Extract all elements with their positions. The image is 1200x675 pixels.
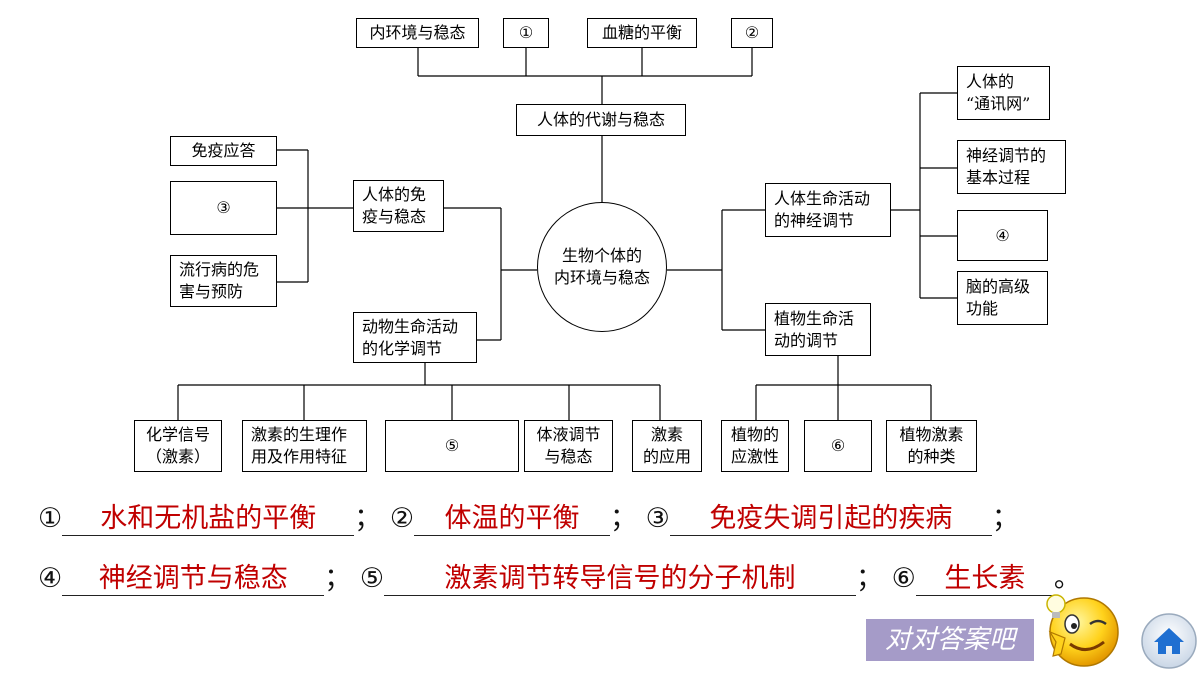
home-icon[interactable] xyxy=(1140,612,1198,670)
node-blank-6: ⑥ xyxy=(804,420,872,472)
answer-1: 水和无机盐的平衡 xyxy=(62,503,355,536)
check-answer-button[interactable]: 对对答案吧 xyxy=(866,619,1034,661)
answer-5-sep: ； xyxy=(856,563,884,594)
node-chemical-signal: 化学信号 （激素） xyxy=(134,420,222,472)
answer-3-sep: ； xyxy=(991,503,1019,534)
answer-4-number: ④ xyxy=(38,563,63,594)
node-plant-regulation: 植物生命活 动的调节 xyxy=(765,303,871,356)
answer-6: 生长素 xyxy=(915,563,1054,596)
smiley-lightbulb-icon xyxy=(1046,594,1119,667)
node-internal-environment: 内环境与稳态 xyxy=(356,18,479,48)
answer-6-sep: 。 xyxy=(1053,563,1081,594)
node-humoral-regulation: 体液调节 与稳态 xyxy=(524,420,613,472)
node-blank-1: ① xyxy=(503,18,549,48)
node-epidemic-prevention: 流行病的危 害与预防 xyxy=(170,255,277,307)
node-blank-5: ⑤ xyxy=(385,420,519,472)
answer-5-number: ⑤ xyxy=(359,563,385,594)
answer-4: 神经调节与稳态 xyxy=(62,563,325,596)
node-plant-hormone-types: 植物激素 的种类 xyxy=(886,420,977,472)
node-metabolism-homeostasis: 人体的代谢与稳态 xyxy=(516,104,686,136)
node-brain-advanced-function: 脑的高级 功能 xyxy=(957,271,1048,325)
answer-6-number: ⑥ xyxy=(891,563,916,594)
answer-4-sep: ； xyxy=(324,563,352,594)
answer-1-number: ① xyxy=(38,503,63,534)
node-animal-chemical-regulation: 动物生命活动 的化学调节 xyxy=(353,312,477,363)
node-blood-sugar-balance: 血糖的平衡 xyxy=(587,18,697,48)
node-blank-3: ③ xyxy=(170,181,277,235)
answer-5: 激素调节转导信号的分子机制 xyxy=(384,563,857,596)
node-neural-basic-process: 神经调节的 基本过程 xyxy=(957,140,1066,194)
node-hormone-function: 激素的生理作 用及作用特征 xyxy=(242,420,367,472)
answer-2-number: ② xyxy=(389,503,415,534)
node-center: 生物个体的 内环境与稳态 xyxy=(537,202,667,332)
node-blank-4: ④ xyxy=(957,210,1048,261)
node-immunity-homeostasis: 人体的免 疫与稳态 xyxy=(353,180,444,232)
node-immune-response: 免疫应答 xyxy=(170,136,277,166)
answer-3-number: ③ xyxy=(645,503,670,534)
answer-1-sep: ； xyxy=(354,503,382,534)
node-hormone-application: 激素 的应用 xyxy=(632,420,702,472)
node-plant-irritability: 植物的 应激性 xyxy=(721,420,789,472)
answer-2: 体温的平衡 xyxy=(414,503,611,536)
answer-3: 免疫失调引起的疾病 xyxy=(669,503,992,536)
answer-2-sep: ； xyxy=(610,503,638,534)
node-communication-network: 人体的 “通讯网” xyxy=(957,66,1050,120)
node-neural-regulation: 人体生命活动 的神经调节 xyxy=(765,183,891,237)
node-blank-2: ② xyxy=(731,18,773,48)
